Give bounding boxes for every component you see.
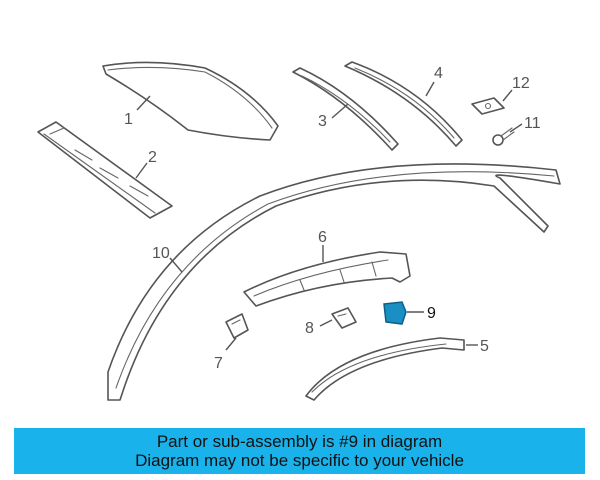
part-4-roof-rail: 4 — [344, 61, 463, 147]
callout-5: 5 — [480, 338, 489, 355]
callout-11: 11 — [524, 115, 541, 132]
part-12-bracket: 12 — [471, 75, 530, 115]
part-6-inner-rail: 6 — [243, 229, 411, 307]
part-9-shape — [383, 301, 407, 325]
part-5-reinforcement: 5 — [305, 337, 489, 401]
part-3-roof-rail-trim: 3 — [292, 67, 399, 151]
banner-line-2: Diagram may not be specific to your vehi… — [135, 451, 464, 470]
callout-12: 12 — [512, 75, 530, 92]
callout-7: 7 — [214, 355, 223, 372]
parts-diagram: 1 2 3 4 12 11 10 — [37, 61, 561, 401]
callout-4: 4 — [434, 65, 443, 82]
part-7-bracket: 7 — [214, 313, 249, 372]
callout-2: 2 — [148, 149, 157, 166]
callout-6: 6 — [318, 229, 327, 246]
part-10-side-frame: 10 — [107, 163, 561, 401]
info-banner: Part or sub-assembly is #9 in diagram Di… — [14, 428, 585, 474]
banner-line-1: Part or sub-assembly is #9 in diagram — [156, 432, 443, 451]
part-9-bracket-highlighted: 9 — [383, 301, 436, 325]
part-1-roof-panel: 1 — [102, 61, 279, 141]
callout-10: 10 — [152, 245, 170, 262]
part-11-bolt: 11 — [492, 115, 541, 146]
callout-9: 9 — [427, 305, 436, 322]
callout-3: 3 — [318, 113, 327, 130]
callout-8: 8 — [305, 320, 314, 337]
part-2-header-rail: 2 — [37, 121, 173, 219]
part-8-clip: 8 — [305, 307, 357, 337]
callout-1: 1 — [124, 111, 133, 128]
